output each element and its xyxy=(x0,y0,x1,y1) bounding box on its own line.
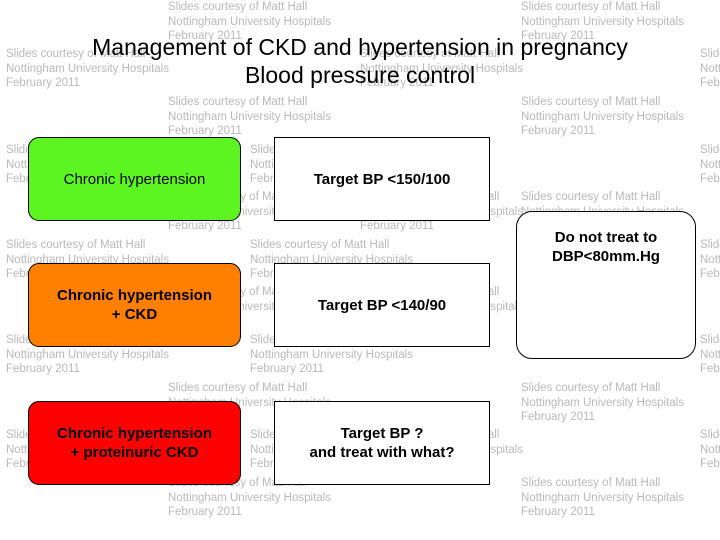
box-target-bp-140-90: Target BP <140/90 xyxy=(274,263,490,347)
box-target-bp-150-100: Target BP <150/100 xyxy=(274,137,490,221)
box-target-bp-140-90-label: Target BP <140/90 xyxy=(317,296,447,314)
box-chronic-hypertension: Chronic hypertension xyxy=(28,137,241,221)
watermark-text: Slides courtesy of Matt Hall Nottingham … xyxy=(168,96,331,137)
watermark-text: Slides courtesy of Matt Hall Nottingham … xyxy=(700,239,720,280)
watermark-text: Slides courtesy of Matt Hall Nottingham … xyxy=(521,477,684,518)
watermark-text: Slides courtesy of Matt Hall Nottingham … xyxy=(700,429,720,470)
watermark-text: Slides courtesy of Matt Hall Nottingham … xyxy=(521,96,684,137)
title-line-2: Blood pressure control xyxy=(244,62,476,88)
slide-title: Management of CKD and hypertension in pr… xyxy=(0,33,720,89)
box-target-bp-unknown: Target BP ? and treat with what? xyxy=(274,401,490,485)
box-chronic-hypertension-ckd: Chronic hypertension + CKD xyxy=(28,263,241,347)
box-chronic-hypertension-proteinuric-ckd: Chronic hypertension + proteinuric CKD xyxy=(28,401,241,485)
box-chronic-hypertension-label: Chronic hypertension xyxy=(63,170,206,188)
box-dbp-note: Do not treat to DBP<80mm.Hg xyxy=(516,211,696,359)
box-dbp-note-label: Do not treat to DBP<80mm.Hg xyxy=(552,229,660,265)
watermark-text: Slides courtesy of Matt Hall Nottingham … xyxy=(700,144,720,185)
box-chronic-hypertension-ckd-label: Chronic hypertension + CKD xyxy=(56,287,213,323)
box-chronic-hypertension-proteinuric-ckd-label: Chronic hypertension + proteinuric CKD xyxy=(56,425,213,461)
box-target-bp-150-100-label: Target BP <150/100 xyxy=(313,170,451,188)
watermark-text: Slides courtesy of Matt Hall Nottingham … xyxy=(521,382,684,423)
box-target-bp-unknown-label: Target BP ? and treat with what? xyxy=(309,425,455,461)
title-line-1: Management of CKD and hypertension in pr… xyxy=(92,34,628,60)
watermark-text: Slides courtesy of Matt Hall Nottingham … xyxy=(700,334,720,375)
